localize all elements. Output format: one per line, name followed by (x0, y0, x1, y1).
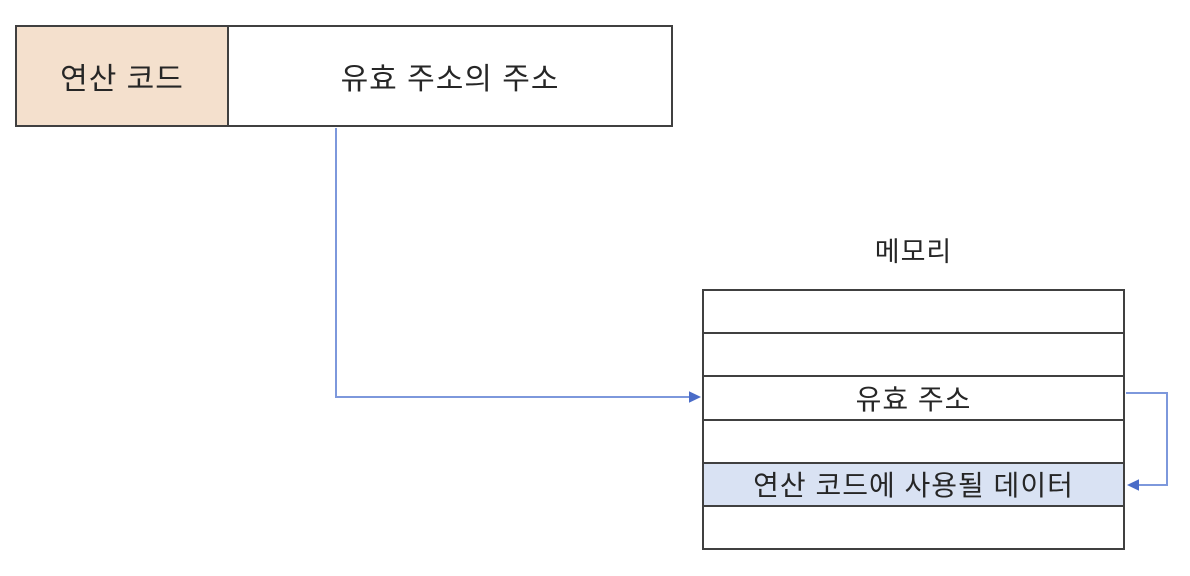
instruction-box: 연산 코드 유효 주소의 주소 (15, 25, 673, 127)
opcode-label: 연산 코드 (60, 63, 184, 96)
connector-line (335, 128, 690, 398)
memory-table: 유효 주소 연산 코드에 사용될 데이터 (702, 289, 1125, 550)
memory-row (704, 504, 1123, 548)
effective-address-label: 유효 주소 (855, 383, 972, 415)
memory-row-data: 연산 코드에 사용될 데이터 (704, 461, 1123, 505)
connector-line (1126, 392, 1168, 486)
address-to-memory-connector (335, 128, 701, 403)
memory-row (704, 291, 1123, 332)
effective-address-to-data-connector (1126, 392, 1168, 491)
memory-title: 메모리 (874, 237, 953, 267)
arrowhead-left-icon (1127, 479, 1139, 491)
data-row-label: 연산 코드에 사용될 데이터 (753, 470, 1074, 502)
memory-row (704, 418, 1123, 462)
opcode-cell: 연산 코드 (17, 27, 229, 125)
address-of-address-cell: 유효 주소의 주소 (229, 27, 671, 125)
memory-row (704, 332, 1123, 375)
arrowhead-right-icon (689, 391, 701, 403)
memory-row-effective-address: 유효 주소 (704, 375, 1123, 418)
address-of-address-label: 유효 주소의 주소 (340, 63, 560, 96)
